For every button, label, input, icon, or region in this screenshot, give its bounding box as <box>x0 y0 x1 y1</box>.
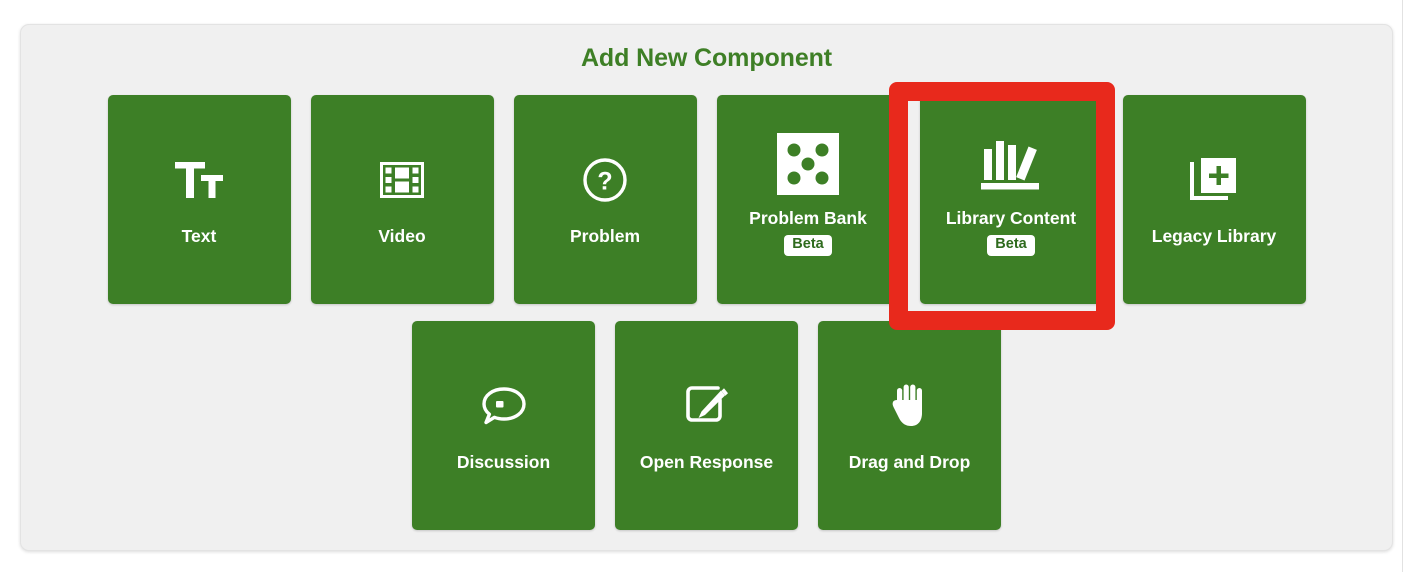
component-button-problem[interactable]: ? Problem <box>513 95 697 304</box>
component-button-label: Problem Bank <box>749 208 867 228</box>
status-badge: Beta <box>987 235 1035 257</box>
component-button-row-2: Discussion Open Response <box>21 321 1392 530</box>
component-button-library-content[interactable]: Library Content Beta <box>919 95 1103 304</box>
component-button-text[interactable]: Text <box>107 95 291 304</box>
component-button-label: Video <box>378 226 426 246</box>
component-button-label: Discussion <box>456 452 551 472</box>
component-button-label: Library Content <box>945 208 1077 228</box>
bookshelf-icon <box>975 135 1047 193</box>
film-strip-icon <box>380 151 424 209</box>
component-button-legacy-library[interactable]: Legacy Library <box>1122 95 1306 304</box>
component-button-label: Drag and Drop <box>848 452 971 472</box>
component-button-problem-bank[interactable]: Problem Bank Beta <box>716 95 900 304</box>
hand-icon <box>889 377 931 435</box>
dice-five-dots-icon <box>775 133 841 195</box>
component-button-open-response[interactable]: Open Response <box>615 321 798 530</box>
page-right-edge-line <box>1402 0 1403 572</box>
component-button-video[interactable]: Video <box>310 95 494 304</box>
component-button-discussion[interactable]: Discussion <box>412 321 595 530</box>
svg-text:?: ? <box>597 168 612 196</box>
page-title: Add New Component <box>580 44 833 72</box>
component-button-row-1: Text Video <box>21 95 1392 304</box>
status-badge: Beta <box>784 235 832 257</box>
component-button-drag-and-drop[interactable]: Drag and Drop <box>818 321 1001 530</box>
component-button-label: Open Response <box>639 452 774 472</box>
speech-bubble-icon <box>480 377 528 435</box>
component-button-label: Problem <box>569 226 641 246</box>
duplicate-plus-icon <box>1188 151 1240 209</box>
text-tt-icon <box>173 151 225 209</box>
square-pencil-icon <box>682 377 732 435</box>
add-new-component-card: Add New Component Text <box>20 24 1393 551</box>
component-button-label: Legacy Library <box>1151 226 1277 246</box>
component-button-label: Text <box>181 226 217 246</box>
question-circle-icon: ? <box>582 151 628 209</box>
